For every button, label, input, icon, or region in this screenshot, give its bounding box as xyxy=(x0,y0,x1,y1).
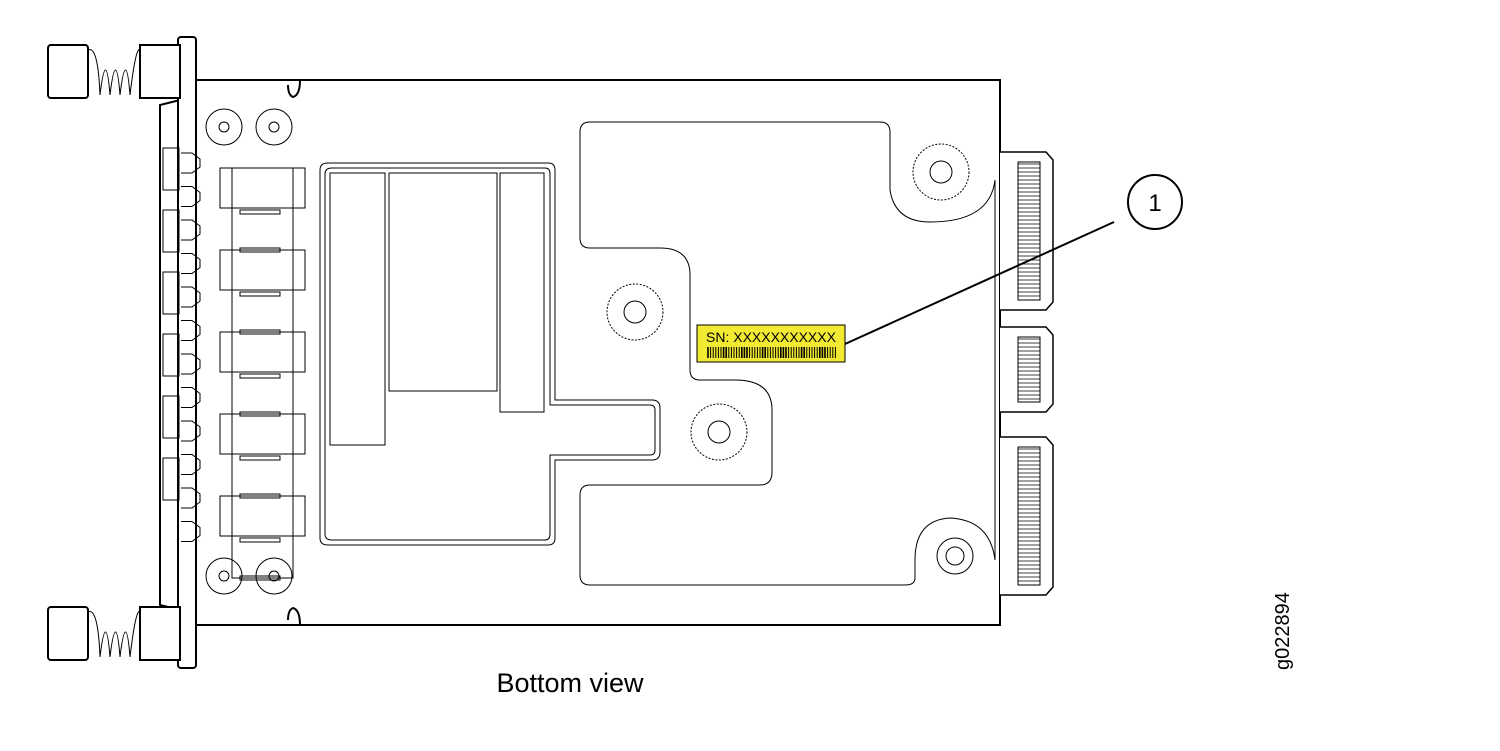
cage-top xyxy=(219,249,306,291)
led-icon xyxy=(181,454,201,475)
standoffs xyxy=(205,108,293,595)
led-icon xyxy=(181,487,201,509)
callout-circle xyxy=(1127,174,1183,230)
edge-connectors xyxy=(1000,151,1054,596)
port-leds xyxy=(162,147,201,542)
barcode xyxy=(707,347,836,358)
cage-top xyxy=(219,167,306,209)
bracket-tab xyxy=(162,395,180,439)
led-icon xyxy=(181,152,201,174)
front-plate xyxy=(177,36,197,669)
transceiver-cages xyxy=(219,167,306,581)
led-icon xyxy=(181,186,201,207)
heatsink-plate xyxy=(579,121,996,586)
component-c xyxy=(499,172,545,413)
led-icon xyxy=(181,286,201,308)
serial-number-label: SN: XXXXXXXXXXX xyxy=(696,324,846,363)
bracket-tab xyxy=(162,147,180,191)
serial-number-text: SN: XXXXXXXXXXX xyxy=(706,329,837,345)
led-icon xyxy=(181,420,201,442)
bracket-tab xyxy=(162,457,180,501)
callout-leader xyxy=(844,221,1115,345)
cage-top xyxy=(219,413,306,455)
bracket-tab xyxy=(162,271,180,315)
led-icon xyxy=(181,253,201,274)
cage-top xyxy=(219,495,306,537)
thumbscrew-top xyxy=(47,44,181,99)
led-icon xyxy=(181,353,201,375)
caption: Bottom view xyxy=(496,668,644,698)
thumbscrew-bottom xyxy=(47,606,181,661)
led-icon xyxy=(181,320,201,341)
shield-outline xyxy=(319,162,661,546)
component-b xyxy=(388,172,498,392)
component-a xyxy=(329,172,386,446)
callout-number: 1 xyxy=(1148,190,1161,217)
led-icon xyxy=(181,521,201,542)
board-outline xyxy=(196,79,1001,626)
cage-top xyxy=(219,331,306,373)
bracket-tab xyxy=(162,209,180,253)
led-icon xyxy=(181,387,201,408)
captive-screws xyxy=(606,143,974,575)
figure-id: g022894 xyxy=(1272,592,1294,670)
led-icon xyxy=(181,219,201,241)
bracket-tab xyxy=(162,333,180,377)
